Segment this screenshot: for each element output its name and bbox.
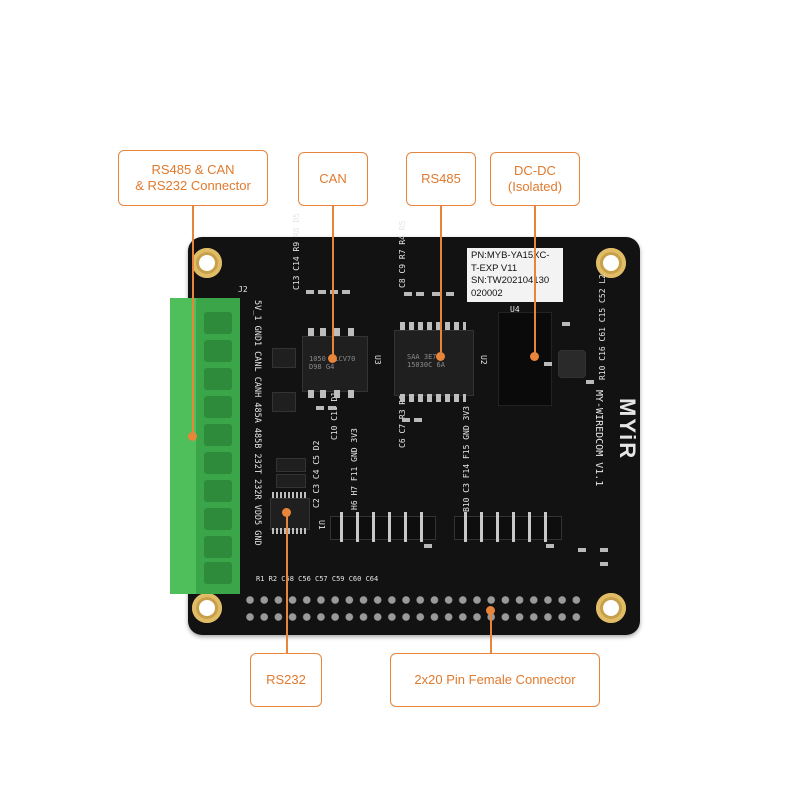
silk-right: R10 C16 C61 C15 C52 L2 — [598, 274, 607, 380]
terminal-front — [170, 298, 196, 594]
silk-u3: U3 — [373, 355, 382, 365]
leader-dot-can — [328, 354, 337, 363]
leader-dot-rs485 — [436, 352, 445, 361]
sticker-line-1: PN:MYB-YA15XC- — [471, 250, 550, 261]
diode-d1 — [272, 392, 296, 412]
leader-header — [490, 610, 492, 653]
leader-connector — [192, 206, 194, 436]
label-dcdc: DC-DC (Isolated) — [490, 152, 580, 206]
label-dcdc-text: DC-DC (Isolated) — [507, 163, 563, 194]
terminal-screw — [204, 562, 232, 584]
silk-u2: U2 — [479, 355, 488, 365]
label-can: CAN — [298, 152, 368, 206]
silk-u4: U4 — [510, 305, 520, 314]
chip-u2-marking: SAA 3E7 15030C 6A — [407, 353, 445, 369]
label-can-text: CAN — [319, 171, 347, 186]
board-name: MY-WIREDCOM V1.1 — [593, 390, 604, 487]
terminal-screw — [204, 312, 232, 334]
label-rs485: RS485 — [406, 152, 476, 206]
leader-dcdc — [534, 206, 536, 354]
inductor-l2 — [558, 350, 586, 378]
dcdc-module — [498, 312, 552, 406]
mounting-hole-top-left — [192, 248, 222, 278]
rs485-transceiver-chip: SAA 3E7 15030C 6A — [394, 330, 474, 396]
terminal-screw — [204, 508, 232, 530]
myir-logo: MYiR — [615, 398, 640, 461]
terminal-screw — [204, 536, 232, 558]
terminal-screw — [204, 480, 232, 502]
terminal-block — [170, 298, 240, 594]
leader-dot-dcdc — [530, 352, 539, 361]
leader-can — [332, 206, 334, 356]
leader-rs485 — [440, 206, 442, 354]
header-2-labels: B10 C3 F14 F15 GND 3V3 — [462, 406, 471, 512]
diode-d2 — [276, 458, 306, 472]
silk-pin-labels: 5V_1 GND1 CANL CANH 485A 485B 232T 232R … — [252, 300, 262, 546]
label-rs485-text: RS485 — [421, 171, 461, 186]
pcb-board — [188, 237, 640, 635]
header-1-labels: H6 H7 F11 GND 3V3 — [350, 428, 359, 510]
terminal-screw — [204, 424, 232, 446]
label-header-text: 2x20 Pin Female Connector — [414, 672, 576, 687]
label-rs232-text: RS232 — [266, 672, 306, 687]
terminal-screw — [204, 340, 232, 362]
leader-dot-rs232 — [282, 508, 291, 517]
terminal-screw — [204, 396, 232, 418]
leader-dot-header — [486, 606, 495, 615]
silk-bottom: R1 R2 C58 C56 C57 C59 C60 C64 — [256, 575, 379, 583]
mounting-hole-top-right — [596, 248, 626, 278]
terminal-screw — [204, 452, 232, 474]
pin-holes-row — [246, 596, 586, 626]
silk-u1: U1 — [317, 520, 326, 530]
diode-d12 — [272, 348, 296, 368]
sticker-line-2: T-EXP V11 — [471, 262, 518, 274]
label-connector: RS485 & CAN & RS232 Connector — [118, 150, 268, 206]
leader-rs232 — [286, 512, 288, 653]
label-header: 2x20 Pin Female Connector — [390, 653, 600, 707]
silk-rs232: C2 C3 C4 C5 D2 — [312, 440, 321, 508]
mounting-hole-bottom-left — [192, 593, 222, 623]
silk-top-2: C8 C9 R7 R4 R5 — [398, 220, 407, 288]
terminal-screw — [204, 368, 232, 390]
silk-top-1: C13 C14 R9 R8 D5 — [292, 212, 301, 290]
leader-dot-connector — [188, 432, 197, 441]
can-transceiver-chip: 1050 TLCV70 D98 G4 — [302, 336, 368, 392]
sticker-line-3: SN:TW202104130 — [471, 275, 550, 286]
diode-d2b — [276, 474, 306, 488]
serial-sticker: PN:MYB-YA15XC- T-EXP V11 SN:TW202104130 … — [467, 248, 563, 302]
label-connector-text: RS485 & CAN & RS232 Connector — [135, 162, 251, 193]
label-rs232: RS232 — [250, 653, 322, 707]
mounting-hole-bottom-right — [596, 593, 626, 623]
silk-j2: J2 — [238, 285, 248, 294]
sticker-line-4: 020002 — [471, 287, 503, 299]
